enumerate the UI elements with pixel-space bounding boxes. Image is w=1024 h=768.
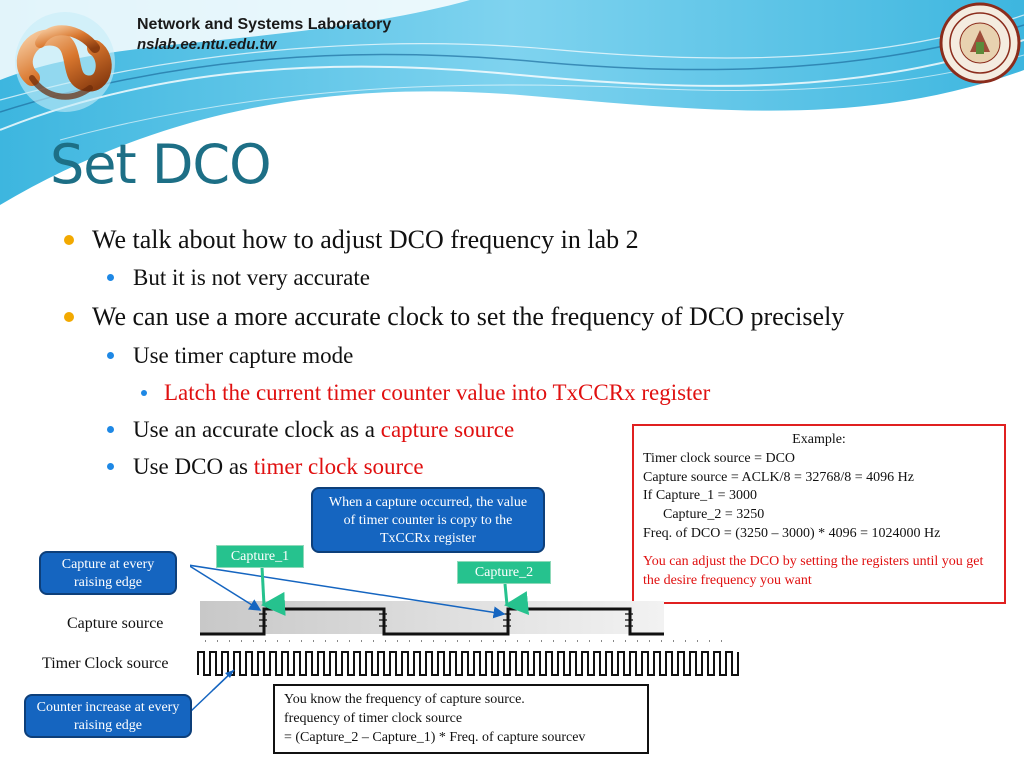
bullet-dot-icon — [107, 463, 114, 470]
counter-increase-callout: Counter increase at every raising edge — [24, 694, 192, 738]
example-line: If Capture_1 = 3000 — [643, 488, 758, 504]
example-box: Example: Timer clock source = DCO Captur… — [632, 424, 1006, 604]
example-line: Capture_2 = 3250 — [663, 507, 765, 523]
formula-line: frequency of timer clock source — [284, 711, 463, 726]
bullet-dot-icon — [107, 274, 114, 281]
capture-every-edge-callout: Capture at every raising edge — [39, 551, 177, 595]
timing-diagram — [190, 564, 739, 690]
bullet-dot-icon — [141, 390, 147, 396]
example-line: Timer clock source = DCO — [643, 450, 796, 466]
nslab-infinity-logo-icon — [15, 12, 115, 112]
timer-clock-wave — [197, 651, 739, 676]
capture-source-wave — [200, 607, 664, 636]
lab-url: nslab.ee.ntu.edu.tw — [137, 36, 277, 53]
bullet-dot-icon — [107, 352, 114, 359]
capture-2-label: Capture_2 — [457, 561, 551, 584]
highlight-text: capture source — [380, 417, 515, 442]
example-line: Freq. of DCO = (3250 – 3000) * 4096 = 10… — [643, 525, 941, 541]
bullet-item: Use an accurate clock as a capture sourc… — [133, 416, 514, 444]
capture-occurred-callout: When a capture occurred, the value of ti… — [311, 487, 545, 553]
formula-box: You know the frequency of capture source… — [273, 684, 649, 754]
example-note: You can adjust the DCO by setting the re… — [643, 553, 984, 588]
header-swoosh-background — [0, 0, 1024, 205]
bullet-item: But it is not very accurate — [133, 265, 370, 290]
ntu-seal-icon — [939, 2, 1021, 84]
arrow-to-capture1 — [190, 565, 262, 611]
bullet-dot-icon — [107, 426, 114, 433]
bullet-text: Use DCO as — [133, 454, 254, 479]
bullet-dot-icon — [64, 235, 74, 245]
example-heading: Example: — [792, 432, 846, 447]
bullet-item: We talk about how to adjust DCO frequenc… — [92, 225, 639, 254]
bullet-text: Use an accurate clock as a — [133, 417, 381, 442]
formula-line: You know the frequency of capture source… — [284, 692, 525, 707]
capture2-pointer — [503, 583, 530, 615]
highlight-text: timer clock source — [253, 454, 424, 479]
capture-band — [200, 601, 664, 634]
lab-name: Network and Systems Laboratory — [137, 16, 392, 33]
arrow-to-capture2 — [190, 564, 506, 619]
capture1-pointer — [260, 566, 286, 616]
timer-clock-label: Timer Clock source — [42, 655, 169, 672]
arrow-to-clock-head — [189, 669, 235, 713]
bullet-item-highlight: Latch the current timer counter value in… — [164, 380, 711, 405]
bullet-item: Use timer capture mode — [133, 343, 354, 368]
bullet-dot-icon — [64, 312, 74, 322]
example-line: Capture source = ACLK/8 = 32768/8 = 4096… — [643, 469, 914, 485]
formula-line: = (Capture_2 – Capture_1) * Freq. of cap… — [284, 730, 586, 745]
capture-source-label: Capture source — [67, 615, 164, 632]
capture-1-label: Capture_1 — [216, 545, 304, 568]
bullet-item: Use DCO as timer clock source — [133, 453, 424, 481]
bullet-item: We can use a more accurate clock to set … — [92, 302, 845, 331]
slide-title: Set DCO — [50, 133, 272, 196]
